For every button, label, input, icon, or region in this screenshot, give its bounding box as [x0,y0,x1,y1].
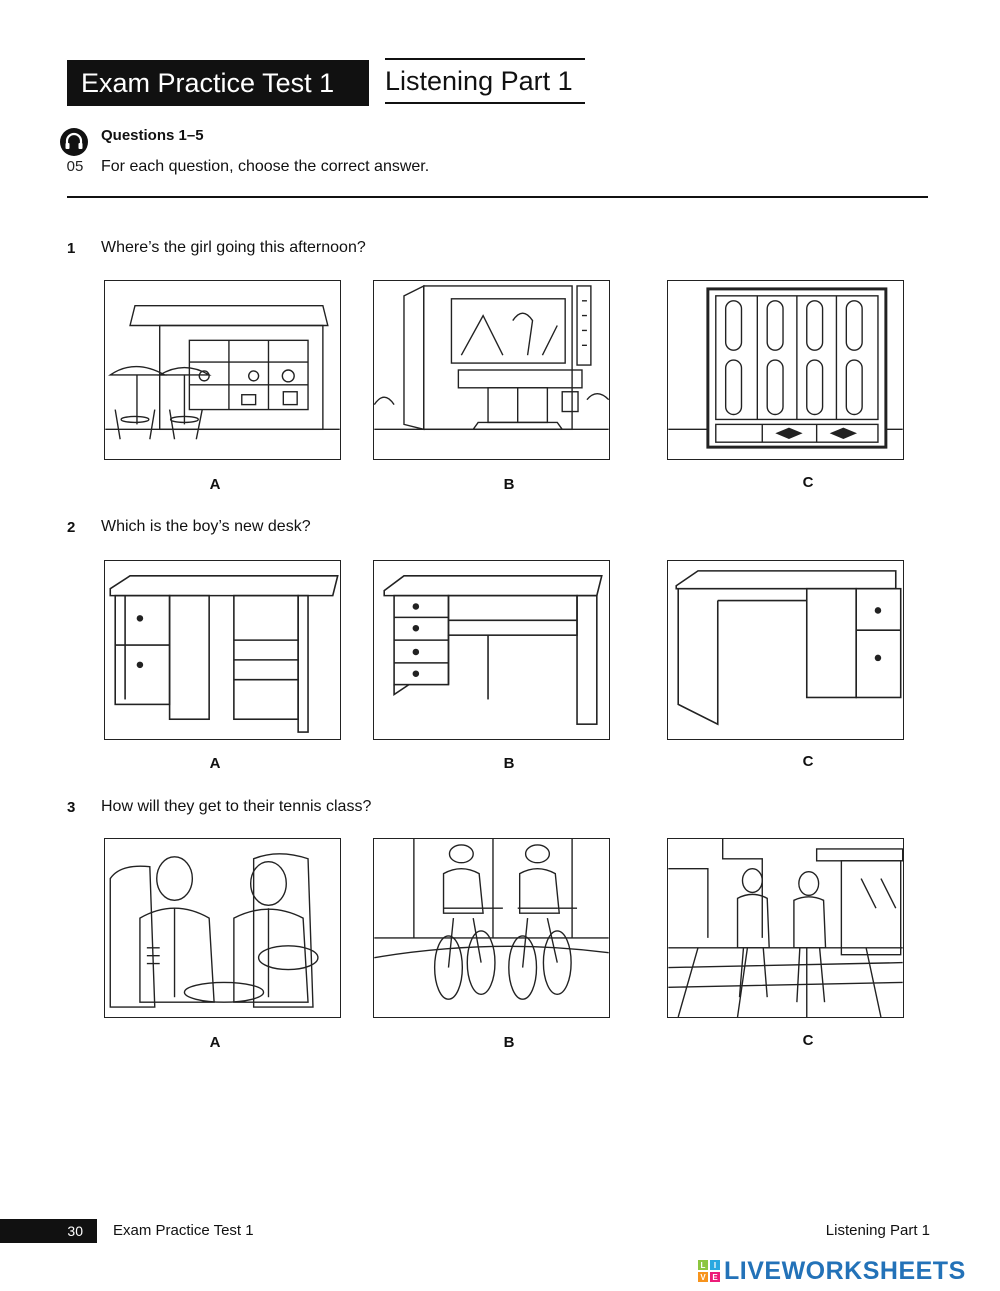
q2-option-b-label[interactable]: B [503,755,515,772]
instruction-text: For each question, choose the correct an… [101,158,430,175]
svg-text:I: I [714,1261,716,1270]
questions-heading: Questions 1–5 [101,127,204,144]
q3-option-a-label[interactable]: A [209,1034,221,1051]
q1-option-b-label[interactable]: B [503,476,515,493]
q2-option-a-label[interactable]: A [209,755,221,772]
page-number: 30 [0,1219,97,1243]
headphones-icon[interactable] [59,127,89,157]
q1-option-a-cafe-picture[interactable] [104,280,341,460]
q3-option-c-label[interactable]: C [802,1032,814,1049]
q1-option-a-label[interactable]: A [209,476,221,493]
track-number: 05 [66,158,84,175]
liveworksheets-grid-icon: L I V E [698,1260,720,1282]
q1-option-b-cinema-picture[interactable] [373,280,610,460]
q2-option-a-desk-picture[interactable] [104,560,341,740]
q1-option-c-skateboard-shop-picture[interactable] [667,280,904,460]
question-2-number: 2 [67,519,76,536]
q3-option-c-walking-picture[interactable] [667,838,904,1018]
q1-option-c-label[interactable]: C [802,474,814,491]
question-1-number: 1 [67,240,76,257]
q2-option-c-desk-picture[interactable] [667,560,904,740]
q3-option-b-cycling-picture[interactable] [373,838,610,1018]
footer-part-label: Listening Part 1 [825,1222,930,1239]
question-1-text: Where’s the girl going this afternoon? [101,239,366,256]
q2-option-c-label[interactable]: C [802,753,814,770]
part-title: Listening Part 1 [385,58,585,104]
svg-text:L: L [701,1261,706,1270]
q2-option-b-desk-picture[interactable] [373,560,610,740]
question-2-text: Which is the boy’s new desk? [101,518,311,535]
footer-test-label: Exam Practice Test 1 [113,1222,254,1239]
question-3-number: 3 [67,799,76,816]
q3-option-b-label[interactable]: B [503,1034,515,1051]
liveworksheets-logo[interactable]: L I V E LIVEWORKSHEETS [698,1258,994,1284]
svg-text:E: E [712,1273,718,1282]
liveworksheets-wordmark: LIVEWORKSHEETS [724,1257,966,1285]
svg-text:V: V [700,1273,706,1282]
question-3-text: How will they get to their tennis class? [101,798,372,815]
test-title: Exam Practice Test 1 [67,60,369,106]
q3-option-a-bus-picture[interactable] [104,838,341,1018]
section-divider [67,196,928,198]
